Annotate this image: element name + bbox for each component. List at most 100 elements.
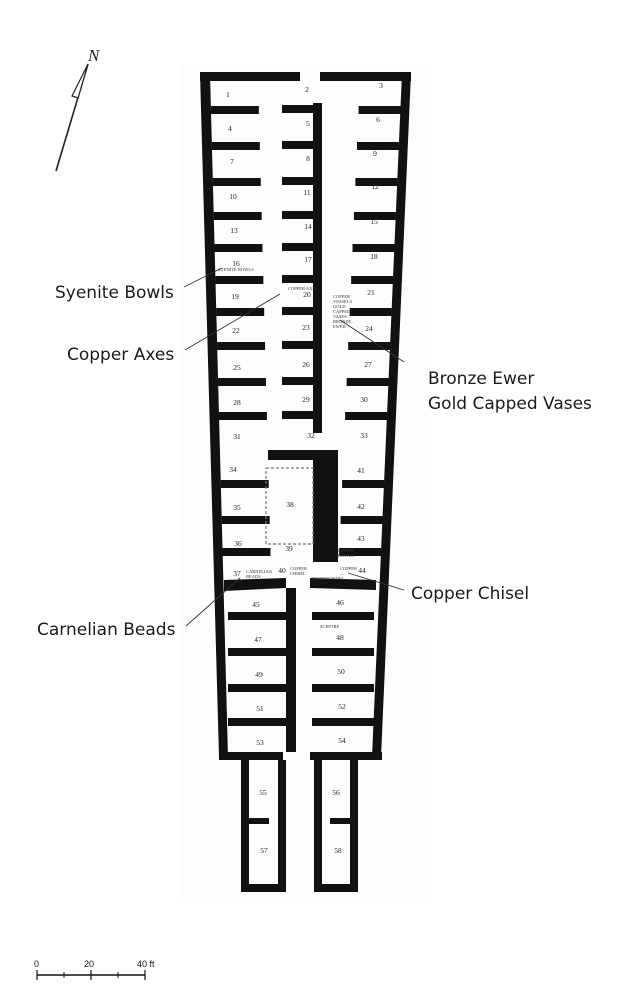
room-number-14: 14 — [304, 222, 312, 231]
room-number-23: 23 — [302, 323, 310, 332]
leader-syenite — [183, 267, 223, 288]
room-number-45: 45 — [252, 600, 260, 609]
partition-right-3 — [353, 212, 396, 220]
room-number-3: 3 — [379, 81, 383, 90]
room-number-51: 51 — [256, 704, 264, 713]
room-number-10: 10 — [229, 192, 237, 201]
room-number-52: 52 — [338, 702, 346, 711]
room-number-28: 28 — [233, 398, 241, 407]
annex-right-wall-a — [314, 760, 322, 892]
block-top — [268, 450, 337, 460]
room-number-47: 47 — [254, 635, 262, 644]
wall-bottom-left — [219, 752, 283, 760]
room-number-56: 56 — [332, 788, 340, 797]
room-number-6: 6 — [376, 115, 380, 124]
partition-left-3 — [213, 212, 262, 220]
lower-right-partition-1 — [312, 648, 374, 656]
room-number-46: 46 — [336, 598, 344, 607]
lower-right-partition-2 — [312, 684, 374, 692]
room-number-5: 5 — [306, 119, 310, 128]
lower-left-partition-2 — [228, 684, 286, 692]
note-room40-0: COPPER — [290, 566, 307, 571]
room-number-33: 33 — [360, 431, 368, 440]
note-room37-1: BEADS — [246, 574, 261, 579]
leader-ewer — [339, 319, 405, 363]
room-number-8: 8 — [306, 154, 310, 163]
room-number-7: 7 — [230, 157, 234, 166]
room-number-29: 29 — [302, 395, 310, 404]
annex-right-partition — [330, 818, 350, 824]
note-room23-1: VESSELS — [333, 299, 353, 304]
wall-bottom-right — [310, 752, 382, 760]
partition-spine-0 — [282, 105, 313, 113]
lower-left-partition-0 — [228, 612, 286, 620]
room-number-25: 25 — [233, 363, 241, 372]
partition-right-7 — [348, 342, 391, 350]
room-number-31: 31 — [233, 432, 241, 441]
room-number-50: 50 — [337, 667, 345, 676]
room-number-11: 11 — [303, 188, 310, 197]
north-label: N — [87, 46, 101, 65]
room-number-24: 24 — [365, 324, 373, 333]
room-number-19: 19 — [231, 292, 239, 301]
room-number-13: 13 — [230, 226, 238, 235]
room-number-34: 34 — [229, 465, 237, 474]
room-number-53: 53 — [256, 738, 264, 747]
partition-left-4 — [214, 244, 263, 252]
wall-top-left — [200, 72, 300, 81]
lower-left-partition-3 — [228, 718, 286, 726]
label-syenite-bowls: Syenite Bowls — [55, 283, 174, 303]
scale-label-20: 20 — [84, 959, 94, 969]
wall-top-right — [320, 72, 411, 81]
note-room16: SYENITE BOWLS — [218, 267, 254, 272]
partition-right-6 — [349, 308, 392, 316]
partition-left-11 — [220, 480, 269, 488]
partition-left-5 — [215, 276, 264, 284]
chamber-38-outline — [265, 467, 314, 545]
partition-spine-3 — [282, 211, 313, 219]
partition-right-8 — [346, 378, 389, 386]
partition-right-0 — [358, 106, 401, 114]
room-number-4: 4 — [228, 124, 232, 133]
block-slab — [313, 450, 338, 562]
scale-bar: 0 20 40 ft — [34, 959, 155, 980]
leader-lines — [183, 267, 405, 627]
lower-right-partition-0 — [312, 612, 374, 620]
partition-spine-1 — [282, 141, 313, 149]
partition-left-9 — [218, 412, 267, 420]
partition-spine-9 — [282, 411, 313, 419]
room-number-54: 54 — [338, 736, 346, 745]
wall-cross-right — [310, 578, 376, 590]
note-room23-6: EWER — [333, 324, 346, 329]
note-room37-0: CARNELIAN — [246, 569, 273, 574]
room-number-30: 30 — [360, 395, 368, 404]
lower-right-partition-3 — [312, 718, 374, 726]
leader-axes — [184, 293, 281, 351]
partition-right-4 — [352, 244, 395, 252]
room-number-32: 32 — [307, 431, 315, 440]
partition-spine-7 — [282, 341, 313, 349]
plan-walls — [200, 72, 411, 892]
annex-right-bottom — [314, 884, 358, 892]
note-room23-3: CAPPED — [333, 309, 351, 314]
room-number-41: 41 — [357, 466, 365, 475]
room-number-22: 22 — [232, 326, 240, 335]
note-room44-1: ... — [340, 571, 343, 576]
room-number-39: 39 — [285, 544, 293, 553]
room-number-18: 18 — [370, 252, 378, 261]
partition-spine-5 — [282, 275, 313, 283]
room-number-37: 37 — [233, 569, 241, 578]
partition-left-1 — [211, 142, 260, 150]
partition-right-9 — [345, 412, 388, 420]
wall-cross-left — [224, 578, 286, 591]
partition-left-0 — [210, 106, 259, 114]
leader-chisel — [347, 572, 405, 591]
room-number-12: 12 — [371, 182, 379, 191]
label-gold-capped-vases: Gold Capped Vases — [428, 394, 592, 414]
partition-left-13 — [222, 548, 271, 556]
room-number-40: 40 — [278, 566, 286, 575]
spine-upper — [313, 103, 322, 433]
